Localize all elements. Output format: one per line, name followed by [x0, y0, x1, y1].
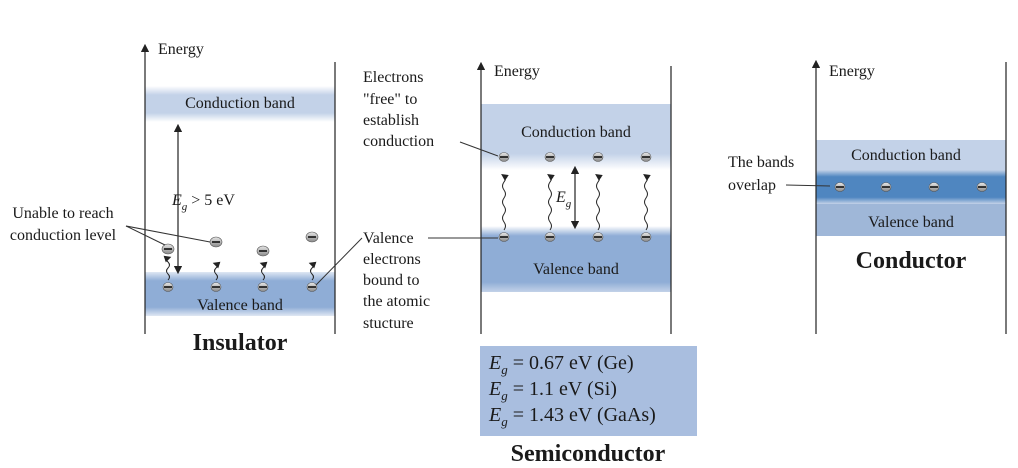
conductor-title: Conductor	[856, 248, 967, 274]
semiconductor-gap-value-ge: Eg = 0.67 eV (Ge)	[488, 352, 634, 377]
semiconductor-free-note-3: establish	[363, 112, 419, 129]
insulator-wavy-1	[163, 255, 172, 281]
semiconductor-free-electron-2	[544, 152, 556, 162]
insulator-valence-electron-2	[210, 282, 222, 292]
conductor-electron-1	[834, 182, 846, 192]
semiconductor-energy-label: Energy	[494, 63, 540, 80]
semiconductor-valence-label: Valence band	[533, 261, 619, 278]
semiconductor-wavy-1	[501, 174, 509, 231]
insulator-electron-2	[209, 236, 223, 248]
insulator-energy-label: Energy	[158, 41, 204, 58]
conductor-valence-label: Valence band	[868, 214, 954, 231]
conductor-overlap-line1: The bands	[728, 154, 794, 171]
semiconductor-gap-values-box	[480, 346, 697, 436]
insulator-electron-4	[305, 231, 319, 243]
semiconductor-valence-electron-4	[640, 232, 652, 242]
insulator-callout-leader-1	[125, 225, 166, 246]
semiconductor-wavy-3	[595, 174, 603, 231]
insulator-callout-line1: Unable to reach	[12, 205, 113, 222]
insulator-valence-electron-3	[257, 282, 269, 292]
conductor-energy-label: Energy	[829, 63, 875, 80]
semiconductor-free-electron-4	[640, 152, 652, 162]
semiconductor-valence-note-4: the atomic	[363, 293, 430, 310]
insulator-conduction-band	[145, 86, 335, 122]
insulator-wavy-4	[308, 261, 317, 281]
conductor-diagram: Energy Conduction band Valence band The …	[728, 59, 1007, 334]
conductor-electron-3	[928, 182, 940, 192]
semiconductor-conduction-label: Conduction band	[521, 124, 631, 141]
insulator-wavy-2	[212, 261, 221, 281]
semiconductor-wavy-2	[547, 174, 555, 231]
semiconductor-valence-note-3: bound to	[363, 272, 419, 289]
semiconductor-valence-note-2: electrons	[363, 251, 421, 268]
insulator-valence-electron-4	[306, 282, 318, 292]
semiconductor-free-note-2: "free" to	[363, 91, 417, 108]
insulator-gap-label: Eg > 5 eV	[171, 192, 235, 213]
semiconductor-free-electron-1	[498, 152, 510, 162]
semiconductor-free-note-1: Electrons	[363, 69, 423, 86]
insulator-conduction-label: Conduction band	[185, 95, 295, 112]
insulator-electron-3	[256, 245, 270, 257]
semiconductor-valence-band	[481, 226, 671, 292]
conductor-conduction-label: Conduction band	[851, 147, 961, 164]
insulator-callout-leader-2	[125, 225, 211, 243]
insulator-title: Insulator	[193, 330, 288, 356]
semiconductor-valence-electron-1	[498, 232, 510, 242]
conductor-electron-2	[880, 182, 892, 192]
insulator-electron-1	[161, 243, 175, 255]
conductor-overlap-leader	[785, 184, 831, 187]
conductor-valence-band	[816, 204, 1006, 236]
conductor-overlap-band	[816, 170, 1006, 204]
semiconductor-diagram: Energy Conduction band Valence band Eg	[315, 61, 697, 467]
insulator-wavy-3	[259, 261, 268, 281]
semiconductor-free-note-4: conduction	[363, 133, 434, 150]
insulator-diagram: Energy Conduction band Valence band Eg >…	[10, 41, 336, 356]
semiconductor-valence-electron-3	[592, 232, 604, 242]
semiconductor-title: Semiconductor	[511, 441, 666, 467]
semiconductor-conduction-band	[481, 104, 671, 170]
insulator-valence-band	[145, 272, 335, 316]
insulator-valence-label: Valence band	[197, 297, 283, 314]
conductor-electron-4	[976, 182, 988, 192]
semiconductor-valence-electron-2	[544, 232, 556, 242]
conductor-overlap-line2: overlap	[728, 177, 776, 194]
semiconductor-gap-value-si: Eg = 1.1 eV (Si)	[488, 378, 617, 403]
conductor-conduction-band	[816, 140, 1006, 170]
semiconductor-free-leader	[459, 141, 499, 157]
semiconductor-gap-label: Eg	[555, 189, 572, 210]
insulator-valence-leader	[315, 237, 363, 286]
insulator-callout-line2: conduction level	[10, 227, 117, 244]
semiconductor-gap-value-gaas: Eg = 1.43 eV (GaAs)	[488, 404, 656, 429]
semiconductor-valence-note-1: Valence	[363, 230, 414, 247]
semiconductor-wavy-4	[643, 174, 651, 231]
semiconductor-free-electron-3	[592, 152, 604, 162]
semiconductor-valence-note-5: stucture	[363, 315, 414, 332]
insulator-valence-electron-1	[162, 282, 174, 292]
